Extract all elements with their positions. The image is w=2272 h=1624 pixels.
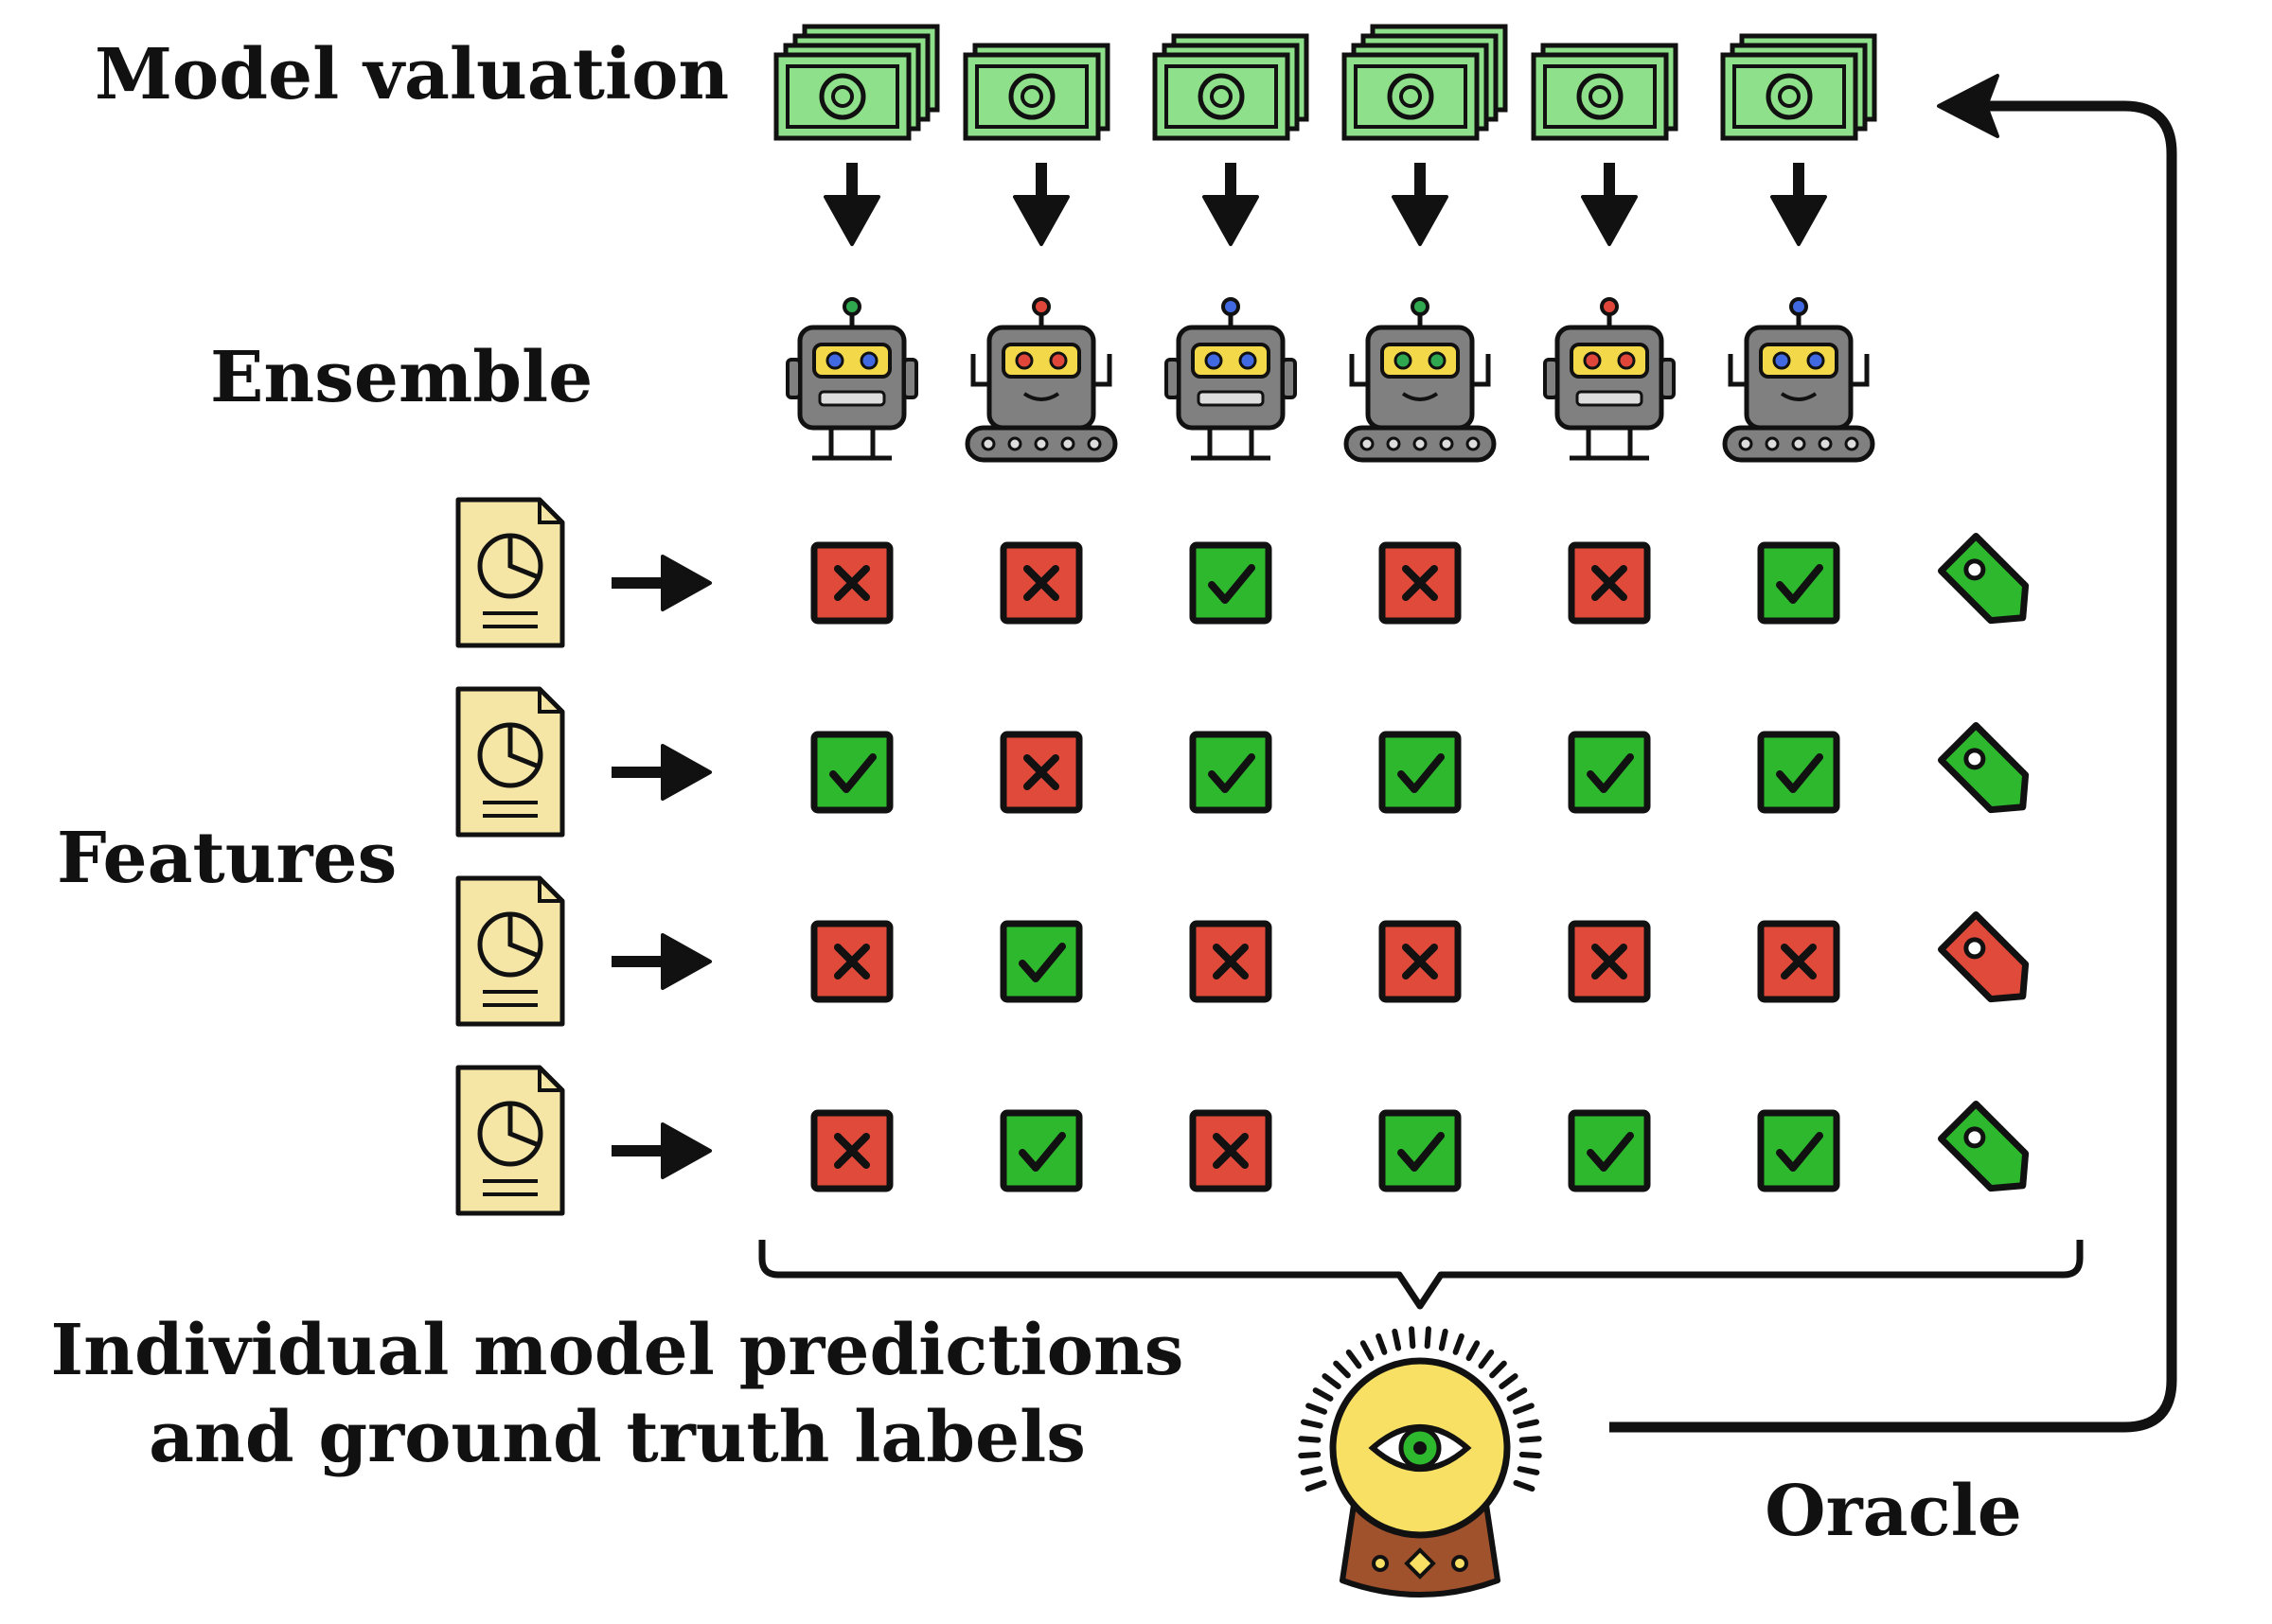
money-icon — [963, 43, 1110, 141]
down-arrow-row — [824, 163, 1827, 246]
ground-truth-tags — [1938, 533, 2030, 1192]
cross-icon — [1378, 541, 1462, 625]
down-arrow-icon — [1392, 163, 1448, 246]
robot-row — [786, 297, 1875, 463]
check-icon — [810, 731, 894, 814]
check-icon — [1000, 1109, 1083, 1192]
predictions-label-line2: and ground truth labels — [149, 1397, 1086, 1478]
document-icon — [455, 1065, 565, 1216]
money-icon — [1341, 24, 1508, 141]
robot-icon — [1543, 297, 1676, 461]
cross-icon — [810, 541, 894, 625]
tag-icon — [1938, 722, 2030, 814]
down-arrow-icon — [1581, 163, 1638, 246]
check-icon — [1757, 541, 1840, 625]
ensemble-label: Ensemble — [210, 337, 593, 418]
money-icon — [1720, 33, 1877, 141]
robot-icon — [1722, 297, 1875, 463]
check-icon — [1568, 1109, 1651, 1192]
check-icon — [1757, 1109, 1840, 1192]
cross-icon — [1568, 541, 1651, 625]
document-icon — [455, 686, 565, 838]
check-icon — [1189, 731, 1272, 814]
check-icon — [1000, 920, 1083, 1003]
oracle-arrow-head — [1937, 74, 1999, 138]
down-arrow-icon — [1202, 163, 1259, 246]
document-icon — [455, 497, 565, 648]
crystal-ball-icon — [1298, 1326, 1542, 1598]
check-icon — [1568, 731, 1651, 814]
robot-icon — [1164, 297, 1297, 461]
oracle-label: Oracle — [1765, 1471, 2022, 1552]
money-icon — [1531, 43, 1678, 141]
document-icon — [455, 875, 565, 1027]
right-arrow-icon — [612, 555, 712, 611]
cross-icon — [1378, 920, 1462, 1003]
cross-icon — [1568, 920, 1651, 1003]
right-arrow-icon — [612, 933, 712, 990]
cross-icon — [1000, 541, 1083, 625]
down-arrow-icon — [1770, 163, 1827, 246]
model-valuation-label: Model valuation — [95, 34, 729, 115]
right-arrow-icon — [612, 1122, 712, 1179]
prediction-grid — [810, 541, 1840, 1192]
oracle-feedback-arrow — [1609, 100, 2177, 1433]
down-arrow-icon — [824, 163, 880, 246]
cross-icon — [810, 1109, 894, 1192]
cross-icon — [1757, 920, 1840, 1003]
money-icon — [1152, 33, 1309, 141]
right-arrow-icon — [612, 744, 712, 801]
cross-icon — [810, 920, 894, 1003]
check-icon — [1378, 731, 1462, 814]
cross-icon — [1000, 731, 1083, 814]
cross-icon — [1189, 920, 1272, 1003]
prediction-brace — [758, 1240, 2084, 1310]
check-icon — [1378, 1109, 1462, 1192]
tag-icon — [1938, 911, 2030, 1003]
robot-icon — [1343, 297, 1497, 463]
cross-icon — [1189, 1109, 1272, 1192]
tag-icon — [1938, 1101, 2030, 1192]
feature-documents — [455, 497, 712, 1216]
down-arrow-icon — [1013, 163, 1070, 246]
robot-icon — [786, 297, 918, 461]
tag-icon — [1938, 533, 2030, 625]
predictions-label-line1: Individual model predictions — [51, 1310, 1184, 1391]
features-label: Features — [57, 818, 397, 899]
robot-icon — [965, 297, 1118, 463]
check-icon — [1189, 541, 1272, 625]
check-icon — [1757, 731, 1840, 814]
money-row — [773, 24, 1877, 141]
money-icon — [773, 24, 940, 141]
